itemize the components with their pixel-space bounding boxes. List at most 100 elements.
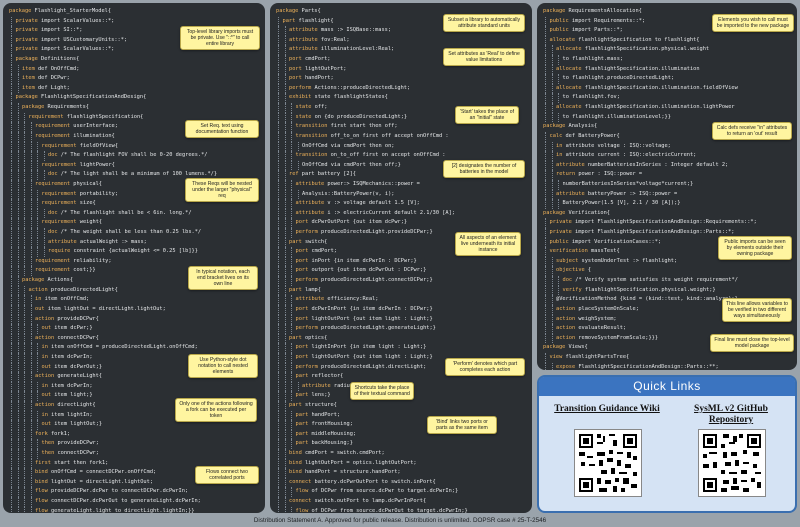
code-keyword: perform [295,229,318,236]
indent-guide [11,439,12,450]
code-text: doc /* The flashlight FOV shall be 0-20 … [48,152,208,159]
code-line: attribute fov:Real; [276,35,528,46]
code-text: package RequirementsAllocation{ [543,8,642,14]
indent-guide [17,112,19,123]
code-line: subject systemUnderTest :> flashlight; [543,256,793,267]
code-line: port cmdPort; [276,247,528,257]
indent-guide [558,74,559,84]
indent-guide [284,64,286,75]
code-line: requirement reliability; [9,256,261,267]
indent-guide [30,208,32,219]
qr-code-icon-graphic [703,434,761,492]
indent-guide [284,83,286,94]
code-panel-left[interactable]: package Flashlight_StarterModel{private … [3,3,265,513]
indent-guide [551,362,553,370]
code-line: require constraint {actualWeight <= 0.25… [9,247,261,257]
distribution-statement: Distribution Statement A. Approved for p… [253,517,547,524]
indent-guide [278,179,279,190]
code-line: fork fork1; [9,429,261,440]
code-keyword: part [295,411,309,418]
code-text: port cmdPort; [295,248,337,255]
indent-guide [11,112,12,123]
indent-guide [545,35,546,46]
indent-guide [37,449,38,459]
indent-guide [551,276,553,286]
indent-guide [278,333,279,344]
code-keyword: allocate [556,65,582,72]
code-keyword: package [15,56,38,63]
indent-guide [11,458,12,469]
code-line: OnOffCmd via cmdPort then off;} [276,160,528,171]
code-text: port cmdPort; [289,56,331,63]
code-line: then provideDCPwr; [9,439,261,450]
indent-guide [11,352,12,363]
link-sysml-github-repository[interactable]: SysML v2 GitHub Repository [694,404,768,425]
code-line: calc def BatteryPower{ [543,131,793,142]
indent-guide [30,199,32,209]
code-keyword: private [15,17,38,24]
code-keyword: port [295,257,309,264]
code-keyword: package [22,104,45,111]
indent-guide [545,64,546,75]
indent-guide [17,343,19,353]
indent-guide [284,218,286,229]
indent-guide [11,391,12,401]
qr-code-icon[interactable] [698,429,766,497]
code-keyword: requirement [35,132,71,139]
indent-guide [545,285,546,296]
code-keyword: part [295,440,309,447]
indent-guide [545,295,546,305]
code-line: perform produceDirectedLight.directLight… [276,362,528,373]
indent-guide [558,112,559,123]
indent-guide [284,74,286,84]
code-text: part lamp{ [289,286,321,293]
code-panel-middle[interactable]: package Parts{part flashlight{attribute … [270,3,532,513]
code-text: package Actions{ [22,277,74,284]
indent-guide [17,449,19,459]
indent-guide [278,16,279,27]
code-keyword: flow [295,488,309,495]
code-line: in attribute voltage : ISQ::voltage; [543,141,793,152]
code-text: allocate flashlightSpecification.illumin… [556,84,738,91]
qr-code-icon[interactable] [574,429,642,497]
code-line: private import FlashlightSpecificationAn… [543,218,793,229]
code-line: attribute numberBatteriesInSeries : Inte… [543,160,793,171]
code-line: to flashlight.illuminationLevel;}} [543,112,793,123]
code-line: requirement physical{ [9,179,261,190]
link-transition-guidance-wiki[interactable]: Transition Guidance Wiki [554,404,660,414]
indent-guide [284,391,286,401]
code-line: part lens;} [276,391,528,401]
code-keyword: package [543,209,566,216]
code-line: verify flashlightSpecification.physical.… [543,285,793,296]
code-text: port outport {out item dcPwrOut : DCPwr;… [295,267,427,274]
indent-guide [17,228,19,238]
indent-guide [30,400,32,411]
code-text: attribute batteryPower :> ISQ::power = [556,190,678,197]
indent-guide [284,372,286,382]
indent-guide [551,189,553,200]
code-text: action placeSystemOnScale; [556,305,639,312]
code-text: action provideDCPwr{ [35,315,99,322]
code-keyword: bind [289,459,302,466]
code-line: doc /* The flashlight shall be < 6in. lo… [9,208,261,219]
indent-guide [17,362,19,373]
code-line: then connectDCPwr; [9,449,261,459]
indent-guide [291,381,292,392]
indent-guide [278,429,279,440]
code-line: requirement portability; [9,189,261,200]
code-line: ref part battery [2]{ [276,170,528,180]
code-text: requirement cost;}} [35,267,96,274]
code-line: item def OnOffCmd; [9,64,261,75]
code-keyword: port [295,267,309,274]
indent-guide [11,477,12,488]
code-keyword: port [289,65,302,72]
indent-guide [545,170,546,180]
indent-guide [278,506,279,513]
code-text: action directLight{ [35,401,96,408]
code-line: attribute i :> electricCurrent default 2… [276,208,528,219]
code-line: in item onOffCmd; [9,295,261,305]
code-line: package Analysis{ [543,122,793,132]
indent-guide [11,218,12,229]
code-keyword: package [543,123,566,130]
indent-guide [291,141,292,152]
